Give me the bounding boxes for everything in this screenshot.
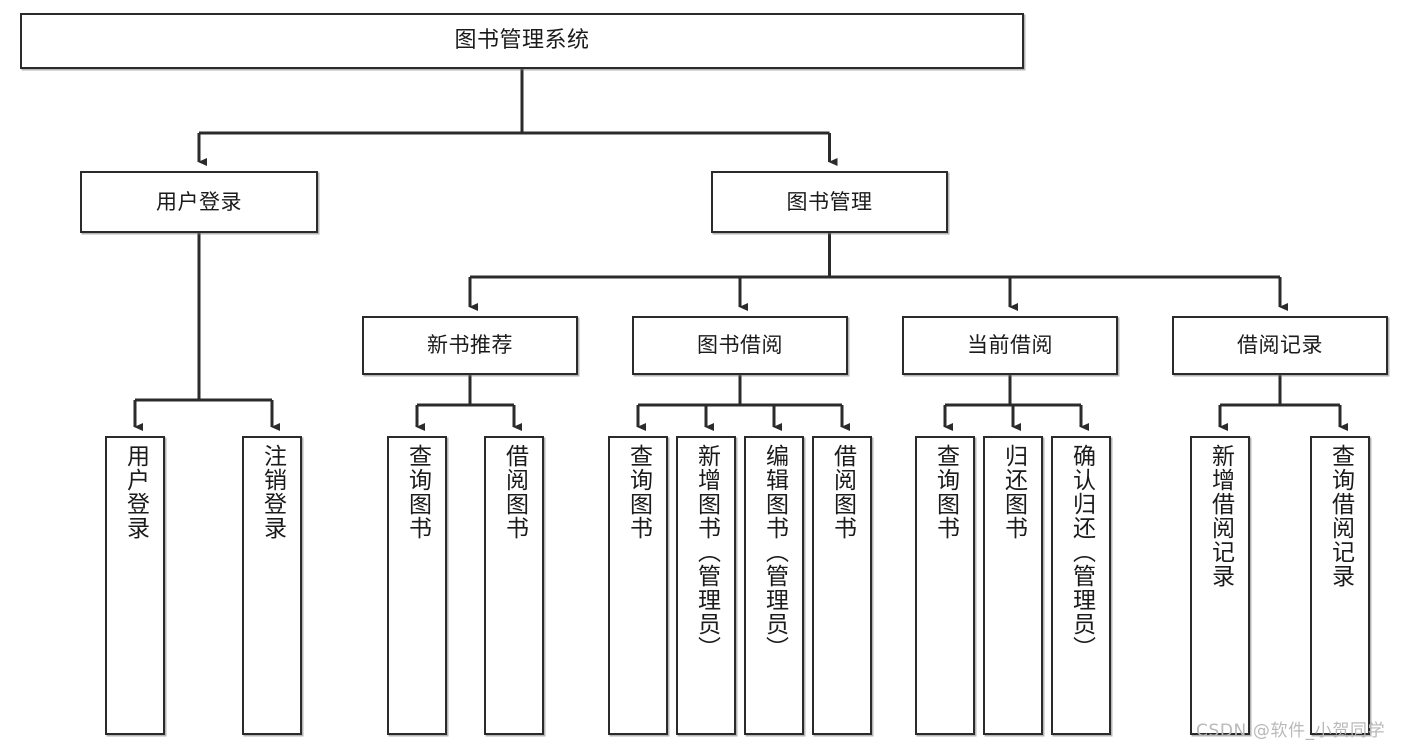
node-leaf-borrow-book-2[interactable]: 借阅图书: [812, 436, 872, 735]
node-label: 图书借阅: [697, 333, 783, 358]
node-label: 用户登录: [122, 444, 149, 540]
node-user-login[interactable]: 用户登录: [80, 171, 318, 233]
node-label: 注销登录: [259, 444, 286, 540]
node-leaf-query-record[interactable]: 查询借阅记录: [1310, 436, 1370, 735]
node-label: 确认归还（管理员）: [1068, 444, 1095, 660]
node-label: 用户登录: [156, 189, 242, 214]
node-label: 查询图书: [404, 444, 431, 540]
node-new-book-rec[interactable]: 新书推荐: [362, 316, 578, 375]
node-leaf-borrow-book-1[interactable]: 借阅图书: [484, 436, 544, 735]
watermark-text: CSDN @软件_小贺同学: [1196, 721, 1386, 741]
node-label: 查询图书: [625, 444, 652, 540]
node-leaf-user-login[interactable]: 用户登录: [105, 436, 165, 735]
node-leaf-query-book-1[interactable]: 查询图书: [387, 436, 447, 735]
node-leaf-add-record[interactable]: 新增借阅记录: [1190, 436, 1250, 735]
node-leaf-logout[interactable]: 注销登录: [242, 436, 302, 735]
node-leaf-confirm-return[interactable]: 确认归还（管理员）: [1051, 436, 1111, 735]
node-leaf-add-book[interactable]: 新增图书（管理员）: [676, 436, 736, 735]
node-label: 新增图书（管理员）: [693, 444, 720, 660]
node-label: 新增借阅记录: [1207, 444, 1234, 588]
node-leaf-query-book-3[interactable]: 查询图书: [915, 436, 975, 735]
node-leaf-query-book-2[interactable]: 查询图书: [608, 436, 668, 735]
node-borrow-record[interactable]: 借阅记录: [1172, 316, 1388, 375]
node-leaf-return-book[interactable]: 归还图书: [983, 436, 1043, 735]
node-label: 查询借阅记录: [1327, 444, 1354, 588]
node-label: 查询图书: [932, 444, 959, 540]
node-label: 借阅图书: [829, 444, 856, 540]
node-book-borrow[interactable]: 图书借阅: [632, 316, 848, 375]
node-leaf-edit-book[interactable]: 编辑图书（管理员）: [744, 436, 804, 735]
node-label: 图书管理系统: [454, 28, 590, 54]
node-label: 编辑图书（管理员）: [761, 444, 788, 660]
node-current-borrow[interactable]: 当前借阅: [902, 316, 1118, 375]
node-book-manage[interactable]: 图书管理: [711, 171, 948, 233]
node-label: 借阅图书: [501, 444, 528, 540]
node-label: 借阅记录: [1237, 333, 1323, 358]
node-root[interactable]: 图书管理系统: [20, 13, 1024, 69]
node-label: 图书管理: [786, 189, 873, 214]
node-label: 新书推荐: [427, 333, 513, 358]
node-label: 当前借阅: [967, 333, 1053, 358]
node-label: 归还图书: [1000, 444, 1027, 540]
